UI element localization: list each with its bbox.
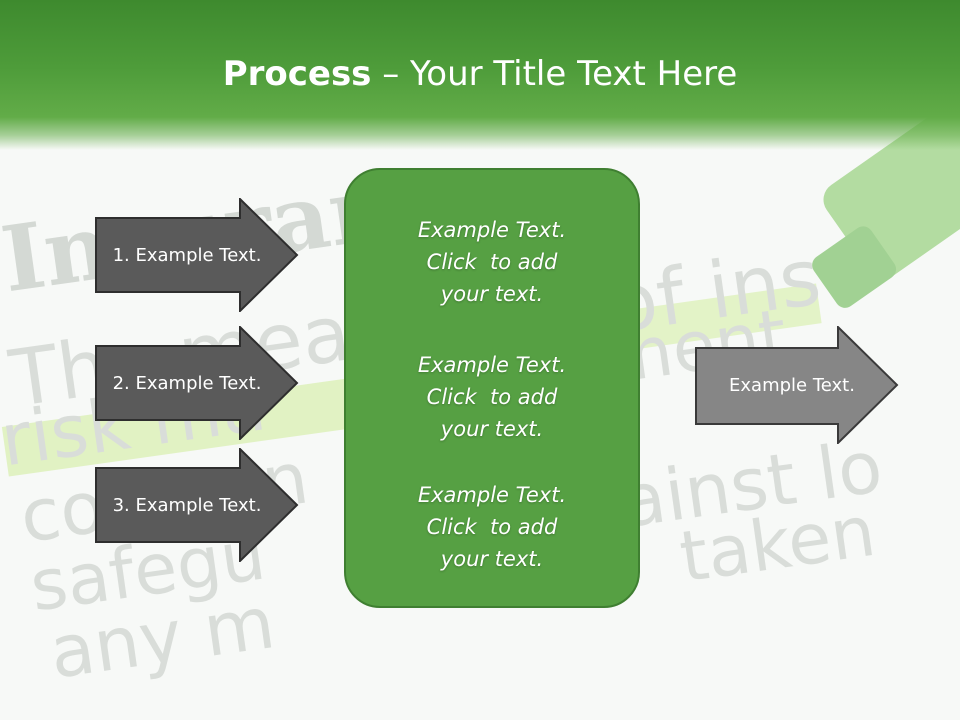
arrow-right-icon <box>95 198 299 312</box>
step-arrow-label: 2. Example Text. <box>112 372 262 394</box>
center-paragraph-1: Example Text. Click to add your text. <box>346 214 638 310</box>
arrow-right-icon <box>695 326 899 444</box>
result-arrow[interactable]: Example Text. <box>695 326 899 444</box>
center-paragraph-2: Example Text. Click to add your text. <box>346 349 638 445</box>
title-rest-text: – Your Title Text Here <box>371 54 738 94</box>
highlighter-marker-image <box>812 104 960 308</box>
paragraph-line: your text. <box>440 417 544 441</box>
title-bar <box>0 0 960 150</box>
center-paragraph-3: Example Text. Click to add your text. <box>346 479 638 575</box>
center-text-box[interactable]: Example Text. Click to add your text. Ex… <box>344 168 640 608</box>
arrow-right-icon <box>95 448 299 562</box>
step-arrow-1[interactable]: 1. Example Text. <box>95 198 299 312</box>
slide-title[interactable]: Process – Your Title Text Here <box>0 52 960 96</box>
paragraph-line: Example Text. <box>417 483 567 507</box>
step-arrow-label: 1. Example Text. <box>112 244 262 266</box>
arrow-right-icon <box>95 326 299 440</box>
step-arrow-label: 3. Example Text. <box>112 494 262 516</box>
title-bold-text: Process <box>222 54 372 94</box>
step-arrow-3[interactable]: 3. Example Text. <box>95 448 299 562</box>
paragraph-line: Example Text. <box>417 218 567 242</box>
step-arrow-2[interactable]: 2. Example Text. <box>95 326 299 440</box>
paragraph-line: Example Text. <box>417 353 567 377</box>
paragraph-line: your text. <box>440 547 544 571</box>
paragraph-line: Click to add <box>426 385 558 409</box>
paragraph-line: your text. <box>440 282 544 306</box>
paragraph-line: Click to add <box>426 250 558 274</box>
result-arrow-label: Example Text. <box>729 374 855 396</box>
paragraph-line: Click to add <box>426 515 558 539</box>
